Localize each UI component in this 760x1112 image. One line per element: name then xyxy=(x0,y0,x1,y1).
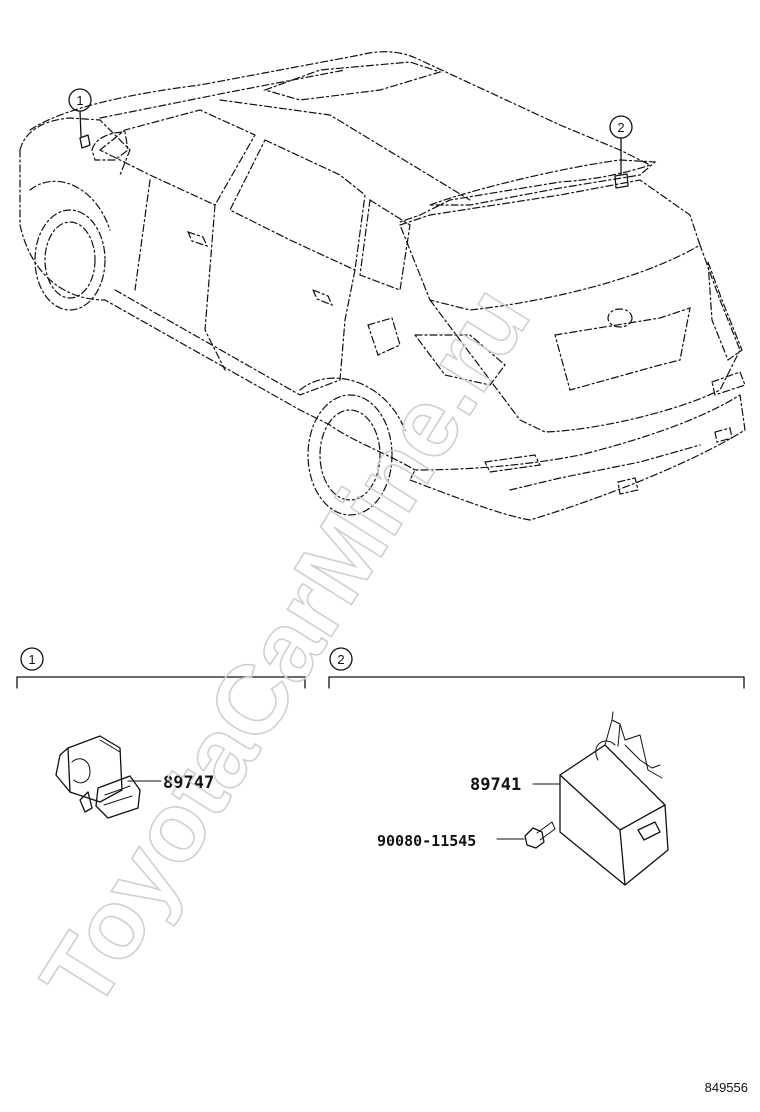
airbag-sensor-drawing xyxy=(55,735,141,819)
section-2-header: 2 xyxy=(328,647,745,689)
section-1-callout: 1 xyxy=(28,652,35,667)
section-1-header: 1 xyxy=(16,647,306,689)
callout-1-label: 1 xyxy=(76,93,83,108)
bolt-drawing xyxy=(524,821,556,849)
car-illustration xyxy=(19,51,746,521)
figure-id: 849556 xyxy=(705,1080,748,1095)
callout-2-car: 2 xyxy=(609,115,633,175)
control-module-drawing xyxy=(559,711,669,886)
sensor-part-number: 89747 xyxy=(163,773,214,793)
bolt-part-number: 90080-11545 xyxy=(377,832,476,850)
module-part-number: 89741 xyxy=(470,775,521,795)
callout-1-car: 1 xyxy=(68,88,92,138)
watermark-text: ToyotaCarMine.ru xyxy=(20,267,551,1026)
callout-2-label: 2 xyxy=(617,120,624,135)
section-2-callout: 2 xyxy=(337,652,344,667)
